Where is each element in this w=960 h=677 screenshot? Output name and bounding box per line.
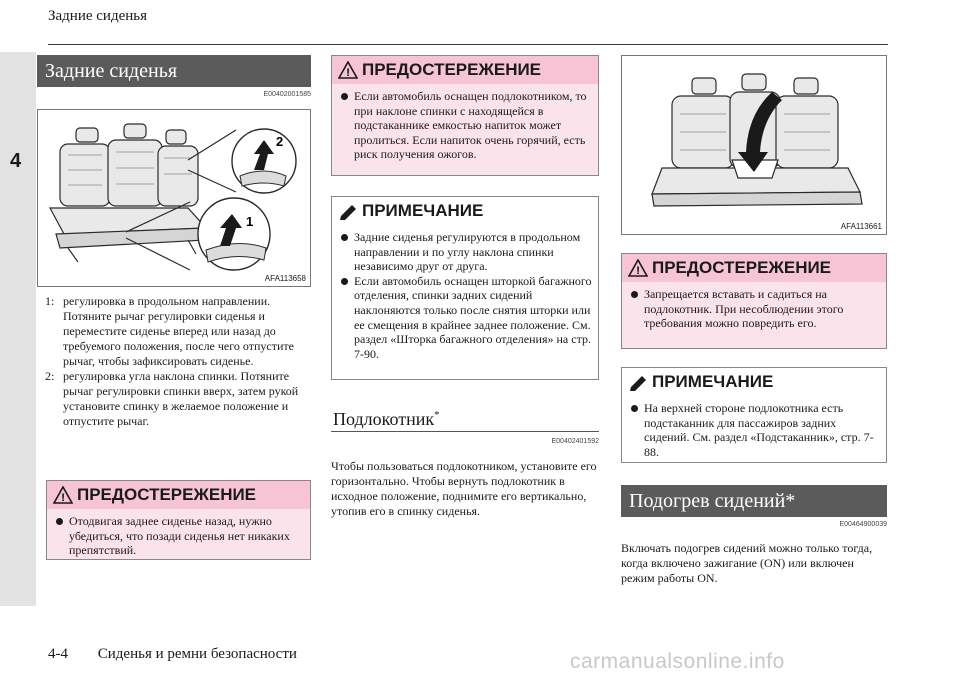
header-rule [48, 44, 888, 45]
section-code: E00402401592 [551, 438, 600, 445]
page-number: 4-4 [48, 646, 68, 662]
warning-triangle-icon: ! [338, 61, 358, 79]
adjustment-list: 1:регулировка в продольном направлении. … [37, 294, 317, 429]
note-box: ПРИМЕЧАНИЕ На верхней стороне подлокотни… [621, 367, 887, 463]
armrest-paragraph: Чтобы пользоваться подлокотником, устано… [331, 459, 597, 518]
bullet-item: Задние сиденья регулируются в продольном… [338, 230, 592, 274]
pencil-icon [630, 376, 646, 391]
warning-box: ! ПРЕДОСТЕРЕЖЕНИЕ Отодвигая заднее сиден… [46, 480, 311, 560]
warning-title: ПРЕДОСТЕРЕЖЕНИЕ [362, 60, 542, 79]
list-item: 1:регулировка в продольном направлении. … [45, 294, 294, 368]
list-item: 2:регулировка угла наклона спинки. Потян… [45, 369, 299, 428]
note-title: ПРИМЕЧАНИЕ [362, 201, 484, 220]
svg-text:!: ! [346, 67, 350, 79]
bullet-item: На верхней стороне подлокотника есть под… [628, 401, 880, 459]
bullet-item: Если автомобиль оснащен подлокотником, т… [338, 89, 592, 162]
section-title-seat-heating: Подогрев сидений* [621, 485, 887, 517]
callout-1: 1 [246, 214, 253, 229]
bullet-item: Если автомобиль оснащен шторкой багажног… [338, 274, 592, 362]
pencil-icon [340, 205, 356, 220]
section-code: E00402001585 [263, 91, 312, 98]
seat-heating-paragraph: Включать подогрев сидений можно только т… [621, 541, 873, 585]
warning-box: ! ПРЕДОСТЕРЕЖЕНИЕ Если автомобиль оснаще… [331, 55, 599, 176]
svg-text:!: ! [636, 265, 640, 277]
chapter-number: 4 [10, 150, 22, 172]
figure-armrest: AFA113661 [621, 55, 887, 235]
figure-id: AFA113661 [840, 222, 882, 231]
svg-text:!: ! [61, 492, 65, 504]
warning-box: ! ПРЕДОСТЕРЕЖЕНИЕ Запрещается вставать и… [621, 253, 887, 349]
chapter-side-tab [0, 52, 36, 606]
warning-title: ПРЕДОСТЕРЕЖЕНИЕ [77, 485, 257, 504]
figure-id: AFA113658 [264, 274, 306, 283]
subsection-title-armrest: Подлокотник* [333, 409, 440, 429]
warning-triangle-icon: ! [628, 259, 648, 277]
warning-title: ПРЕДОСТЕРЕЖЕНИЕ [652, 258, 832, 277]
running-header: Задние сиденья [48, 8, 148, 24]
bullet-item: Отодвигая заднее сиденье назад, нужно уб… [53, 514, 304, 558]
callout-2: 2 [276, 134, 283, 149]
subsection-rule [331, 431, 599, 432]
section-code: E00464900039 [839, 521, 888, 528]
footer-chapter-title: Сиденья и ремни безопасности [97, 646, 297, 662]
note-box: ПРИМЕЧАНИЕ Задние сиденья регулируются в… [331, 196, 599, 380]
page-footer: 4-4 Сиденья и ремни безопасности [48, 646, 297, 663]
figure-seat-adjustment: 2 1 AFA113658 [37, 109, 311, 287]
armrest-illustration [651, 73, 863, 207]
warning-triangle-icon: ! [53, 486, 73, 504]
seat-illustration: 2 1 [48, 123, 297, 271]
note-title: ПРИМЕЧАНИЕ [652, 372, 774, 391]
bullet-item: Запрещается вставать и садиться на подло… [628, 287, 880, 331]
section-title-rear-seats: Задние сиденья [37, 55, 311, 87]
watermark-text: carmanualsonline.info [570, 650, 785, 673]
